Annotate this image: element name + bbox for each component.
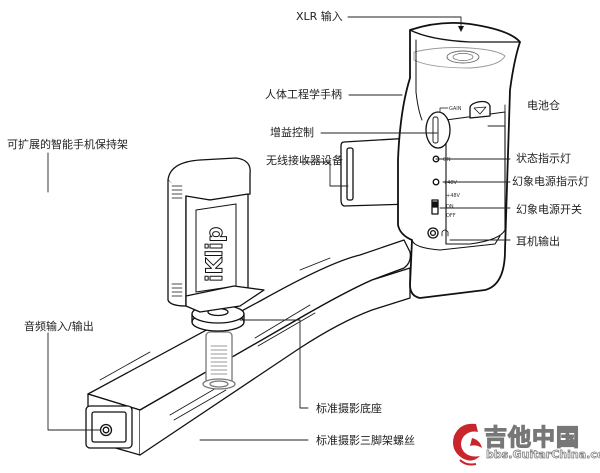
svg-text:ON: ON — [443, 157, 451, 163]
handle-body: GAIN ON +48V +48V ON OFF — [397, 21, 521, 299]
gain-marking: GAIN — [449, 106, 462, 112]
label-audio-io: 音频输入/输出 — [24, 320, 94, 333]
phantom-switch-icon — [431, 199, 439, 215]
svg-text:ON: ON — [446, 204, 454, 210]
phone-holder: iKlip — [167, 157, 265, 313]
label-xlr-input: XLR 输入 — [296, 10, 343, 23]
camera-mount-base — [191, 304, 245, 332]
audio-jack-icon — [99, 423, 113, 437]
extension-arm — [87, 239, 412, 456]
label-phantom-led: 幻象电源指示灯 — [512, 175, 589, 188]
watermark-name: 吉他中国 — [483, 424, 580, 451]
label-ergonomic-handle: 人体工程学手柄 — [265, 88, 342, 101]
label-wireless-receiver: 无线接收器设备 — [266, 154, 343, 167]
leader-lines — [47, 16, 511, 441]
headphone-icon — [441, 229, 449, 237]
label-phantom-switch: 幻象电源开关 — [516, 203, 582, 216]
label-battery-compartment: 电池仓 — [527, 99, 560, 112]
label-camera-mount: 标准摄影底座 — [316, 402, 382, 415]
tripod-screw — [202, 331, 236, 390]
headphone-jack-icon — [427, 227, 439, 239]
label-phone-holder: 可扩展的智能手机保持架 — [7, 138, 128, 151]
svg-text:+48V: +48V — [446, 193, 461, 199]
label-tripod-thread: 标准摄影三脚架螺丝 — [316, 434, 415, 447]
xlr-arrow-icon — [458, 26, 464, 32]
phantom-led-icon — [432, 178, 440, 186]
watermark-logo: 吉他中国 bbs.GuitarChina.com — [446, 416, 600, 470]
watermark-url: bbs.GuitarChina.com — [486, 448, 600, 462]
svg-text:+48V: +48V — [443, 180, 458, 186]
audio-port-end — [85, 405, 133, 449]
svg-text:OFF: OFF — [446, 213, 456, 219]
label-status-led: 状态指示灯 — [516, 152, 571, 165]
iklip-logo: iKlip — [203, 227, 228, 282]
label-headphone-out: 耳机输出 — [516, 235, 560, 248]
label-gain-control: 增益控制 — [270, 126, 314, 139]
battery-latch-icon — [473, 106, 487, 115]
dragon-logo-icon — [453, 423, 482, 466]
wireless-receiver-slot — [340, 137, 413, 207]
